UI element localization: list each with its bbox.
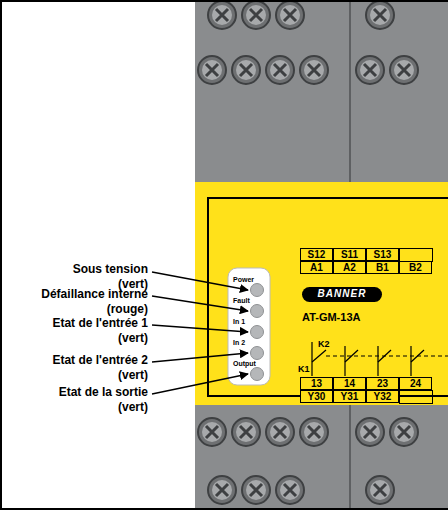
led-strip: [228, 268, 270, 385]
led-panel: PowerFault In 1 In 2 Output: [230, 270, 272, 387]
callout-label: Etat de l'entrée 1 (vert): [28, 316, 148, 346]
terminal-label: A1: [300, 261, 333, 274]
relay-label: K1: [298, 364, 314, 374]
terminal-label: 14: [333, 377, 366, 390]
leader-lines: [152, 272, 248, 394]
terminal-screws: [198, 1, 418, 504]
terminal-label: 23: [366, 377, 399, 390]
callout-label: Etat de l'entrée 2 (vert): [28, 353, 148, 383]
terminal-label: B2: [399, 261, 432, 274]
terminal-label: Y32: [366, 390, 399, 403]
terminal-label: Y30: [300, 390, 333, 403]
module-divider: [349, 405, 351, 510]
module-divider: [349, 0, 351, 182]
terminal-label: A2: [333, 261, 366, 274]
relay-label: K2: [318, 339, 334, 349]
terminal-label: S11: [333, 248, 366, 261]
led-label: In 2: [233, 339, 245, 347]
module-face: AT-GM-13A PowerFault In 1 In 2 Output BANNER: [207, 197, 448, 397]
relay-symbol: [312, 342, 448, 376]
housing-top: [195, 0, 448, 182]
terminal-label: S13: [366, 248, 399, 261]
led-label: Power: [233, 276, 254, 284]
callout-label: Etat de la sortie (vert): [28, 385, 148, 415]
callout-label: Défaillance interne (rouge): [28, 287, 148, 317]
logo-badge: BANNER: [302, 287, 382, 302]
yellow-face: [195, 182, 448, 405]
model-number: AT-GM-13A: [302, 311, 360, 324]
housing-bottom: [195, 405, 448, 510]
brand-logo: BANNER: [302, 288, 382, 300]
led-label: Output: [233, 360, 256, 368]
terminal-label: Y31: [333, 390, 366, 403]
terminal-cell: [400, 391, 433, 404]
terminal-label: 24: [399, 377, 432, 390]
led-label: Fault: [233, 297, 250, 305]
led-label: In 1: [233, 318, 245, 326]
terminal-cell: [400, 249, 433, 262]
terminal-label: B1: [366, 261, 399, 274]
terminal-label: 13: [300, 377, 333, 390]
terminal-label: S12: [300, 248, 333, 261]
